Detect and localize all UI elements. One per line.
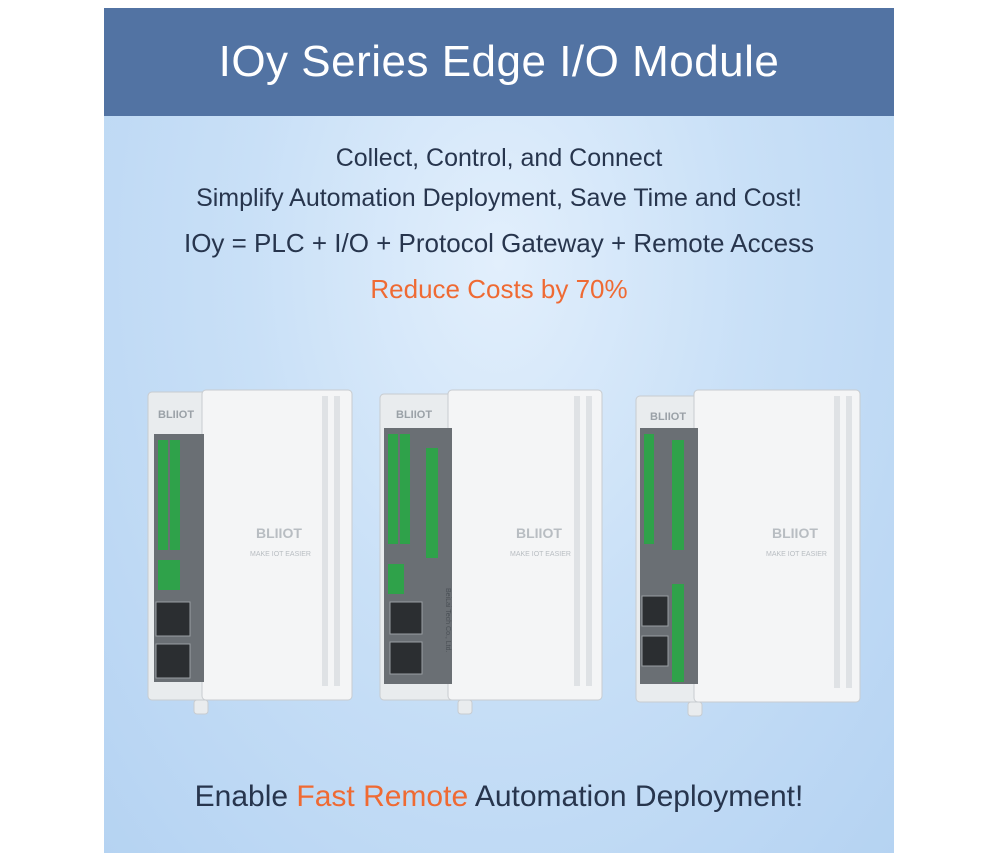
footer-suffix: Automation Deployment! [468, 780, 804, 813]
tagline-simplify: Simplify Automation Deployment, Save Tim… [196, 184, 802, 212]
footer-tagline: Enable Fast Remote Automation Deployment… [104, 780, 894, 814]
device-3-slogan: MAKE IOT EASIER [766, 551, 827, 558]
title-banner: IOy Series Edge I/O Module [104, 8, 894, 116]
footer-prefix: Enable [194, 780, 297, 813]
device-1-logo-small: BLIIOT [158, 409, 194, 421]
device-3-logo: BLIIOT [772, 525, 818, 541]
tagline-reduce-costs: Reduce Costs by 70% [370, 274, 628, 304]
product-poster: IOy Series Edge I/O Module Collect, Cont… [104, 8, 894, 853]
footer-highlight: Fast Remote [296, 780, 469, 813]
device-2-logo: BLIIOT [516, 525, 562, 541]
io-module-illustration-1: BLIIOT BLIIOT MAKE IOT EASIER [147, 389, 353, 715]
io-module-device-2: BLIIOT BLIIOT MAKE IOT EASIER BeiLai Tec… [376, 388, 606, 718]
page-title: IOy Series Edge I/O Module [218, 37, 780, 86]
device-1-slogan: MAKE IOT EASIER [250, 551, 311, 558]
io-module-illustration-2: BLIIOT BLIIOT MAKE IOT EASIER BeiLai Tec… [379, 389, 603, 715]
tagline-formula: IOy = PLC + I/O + Protocol Gateway + Rem… [183, 228, 815, 258]
device-1-logo: BLIIOT [256, 525, 302, 541]
io-module-device-3: BLIIOT BLIIOT MAKE IOT EASIER [632, 388, 864, 718]
device-2-slogan: MAKE IOT EASIER [510, 551, 571, 558]
io-module-device-1: BLIIOT BLIIOT MAKE IOT EASIER [144, 388, 356, 718]
tagline-collect: Collect, Control, and Connect [335, 144, 663, 172]
device-2-maker-text: BeiLai Tech Co., Ltd. [444, 588, 451, 653]
io-module-illustration-3: BLIIOT BLIIOT MAKE IOT EASIER [635, 389, 861, 717]
device-3-logo-small: BLIIOT [650, 411, 686, 423]
device-2-logo-small: BLIIOT [396, 409, 432, 421]
